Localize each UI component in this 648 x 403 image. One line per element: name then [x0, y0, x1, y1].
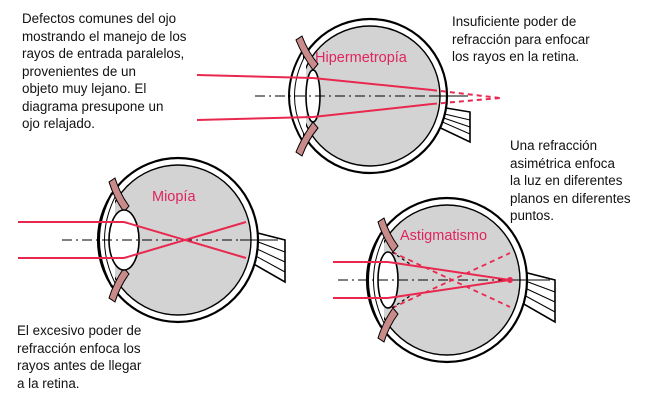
astigmatism-note: Una refracción asimétrica enfoca la luz … — [510, 138, 631, 223]
astigmatism-dashed-ray-lower — [391, 252, 511, 309]
myopia-label: Miopía — [152, 189, 196, 205]
hyperopia-label: Hipermetropía — [315, 50, 408, 66]
hyperopia-eye: Hipermetropía — [196, 17, 501, 175]
myopia-eye: Miopía — [18, 156, 286, 324]
hyperopia-iris-lower — [295, 121, 319, 157]
astigmatism-iris-lower — [377, 307, 399, 343]
hyperopia-ray-upper — [196, 74, 314, 79]
myopia-note: El excesivo poder de refracción enfoca l… — [17, 323, 142, 391]
astigmatism-dashed-ray-upper — [391, 251, 511, 308]
astigmatism-label: Astigmatismo — [400, 228, 487, 244]
astigmatism-iris-upper — [377, 217, 399, 253]
astigmatism-focal-point — [507, 277, 513, 283]
astigmatism-eye: Astigmatismo — [333, 196, 556, 364]
hyperopia-iris-upper — [295, 35, 319, 71]
hyperopia-note: Insuficiente poder de refracción para en… — [452, 14, 590, 64]
hyperopia-ray-lower — [196, 116, 314, 121]
intro-note: Defectos comunes del ojo mostrando el ma… — [22, 11, 187, 131]
myopia-iris-lower — [108, 267, 130, 303]
myopia-iris-upper — [108, 177, 130, 213]
